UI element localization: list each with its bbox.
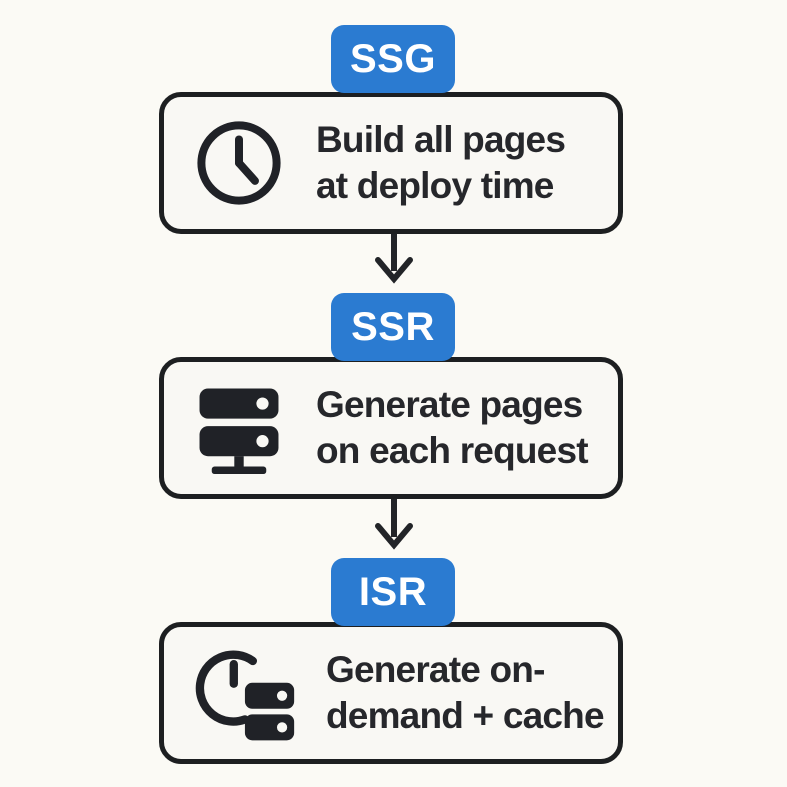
node-ssr-line1: Generate pages	[316, 384, 583, 426]
node-ssr-label: Generate pages on each request	[316, 382, 589, 474]
arrow-down-icon	[370, 231, 418, 289]
badge-ssg: SSG	[331, 25, 455, 93]
badge-ssr: SSR	[331, 293, 455, 361]
node-ssg-label: Build all pages at deploy time	[316, 117, 566, 209]
node-isr-line2: demand + cache	[326, 695, 605, 736]
arrow-down-icon	[370, 497, 418, 555]
node-ssg-line2: at deploy time	[316, 165, 554, 206]
node-ssg: Build all pages at deploy time	[159, 92, 623, 234]
node-isr-label: Generate on- demand + cache	[326, 647, 605, 739]
node-isr: Generate on- demand + cache	[159, 622, 623, 764]
badge-isr: ISR	[331, 558, 455, 626]
clock-icon	[192, 116, 286, 210]
badge-ssg-label: SSG	[350, 36, 436, 81]
node-ssg-line1: Build all pages	[316, 119, 566, 161]
server-icon	[192, 381, 286, 475]
clock-server-icon	[192, 641, 296, 745]
badge-isr-label: ISR	[358, 569, 428, 614]
badge-ssr-label: SSR	[351, 304, 435, 349]
node-ssr-line2: on each request	[316, 430, 589, 471]
node-ssr: Generate pages on each request	[159, 357, 623, 499]
node-isr-line1: Generate on-	[326, 649, 545, 691]
